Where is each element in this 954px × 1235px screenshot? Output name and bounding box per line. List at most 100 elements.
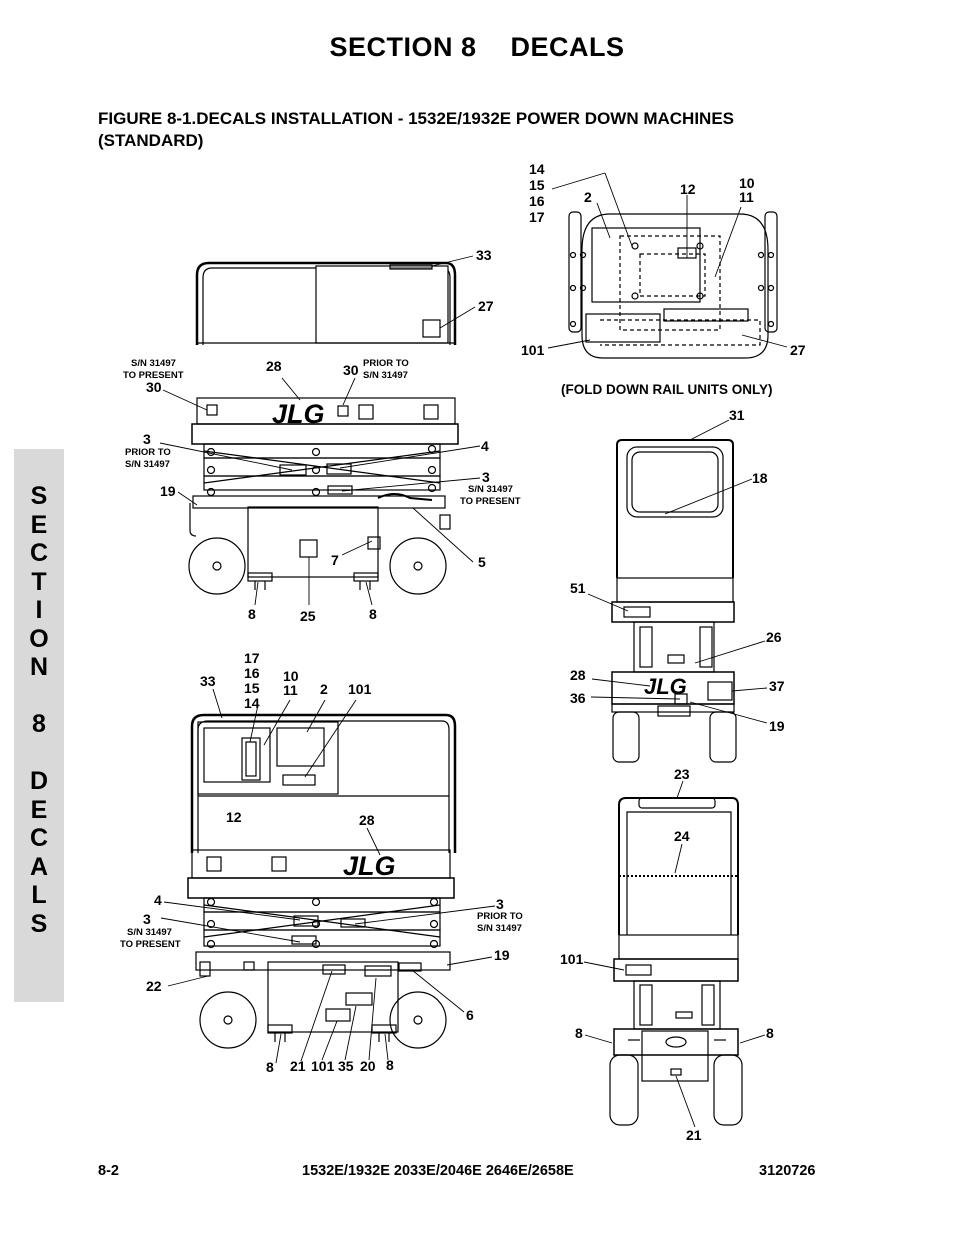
callout-3: 3 <box>143 431 151 447</box>
section-number: SECTION 8 <box>329 32 477 62</box>
callout-24: 24 <box>674 828 690 844</box>
callout-37: 37 <box>769 678 785 694</box>
side-tab-letter: C <box>29 824 49 852</box>
callout-21: 21 <box>290 1058 306 1074</box>
callout-30: 30 <box>343 362 359 378</box>
side-tab-letter: N <box>29 653 49 681</box>
figure-title-line-2: (STANDARD) <box>98 131 204 150</box>
callout-8: 8 <box>766 1025 774 1041</box>
note-prior-line2: S/N 31497 <box>363 370 408 381</box>
callout-2: 2 <box>584 189 592 205</box>
callout-8: 8 <box>386 1057 394 1073</box>
callout-27: 27 <box>790 342 806 358</box>
side-tab-letter: 8 <box>32 710 46 738</box>
callout-3: 3 <box>143 911 151 927</box>
callout-101: 101 <box>348 681 372 697</box>
note-sn-present-line1: S/N 31497 <box>131 358 176 369</box>
machine-rear-view <box>609 797 743 1126</box>
footer-models: 1532E/1932E 2033E/2046E 2646E/2658E <box>302 1163 574 1179</box>
side-tab-letter: L <box>31 881 47 909</box>
callout-20: 20 <box>360 1058 376 1074</box>
callout-19: 19 <box>494 947 510 963</box>
callout-8: 8 <box>369 606 377 622</box>
machine-front-view <box>611 439 737 763</box>
callout-11: 11 <box>283 682 298 698</box>
callout-30: 30 <box>146 379 162 395</box>
note-sn-present-line2: TO PRESENT <box>460 496 521 507</box>
side-tab-letter: O <box>29 624 49 653</box>
note-sn-present-line1: S/N 31497 <box>468 484 513 495</box>
callout-10: 10 <box>739 175 755 191</box>
callout-35: 35 <box>338 1058 354 1074</box>
callout-28: 28 <box>266 358 282 374</box>
side-tab-letter: I <box>35 596 43 624</box>
machine-side-view-bottom <box>187 713 457 1049</box>
serial-number-notes: S/N 31497 TO PRESENT PRIOR TO S/N 31497 … <box>120 358 523 950</box>
callout-101: 101 <box>560 951 584 967</box>
callout-4: 4 <box>481 438 489 454</box>
section-name: DECALS <box>510 32 625 62</box>
side-tab-letter: D <box>29 767 49 795</box>
callout-12: 12 <box>680 181 696 197</box>
jlg-logo: JLG <box>644 674 687 699</box>
callout-10: 10 <box>283 668 299 684</box>
side-tab-letter: E <box>30 510 48 539</box>
side-tab-letters: S E C T I O N 8 D E C A L S <box>14 482 64 938</box>
callout-25: 25 <box>300 608 316 624</box>
note-sn-present-line2: TO PRESENT <box>123 370 184 381</box>
callout-15: 15 <box>529 177 545 193</box>
callout-27: 27 <box>478 298 494 314</box>
callout-28: 28 <box>570 667 586 683</box>
callout-16: 16 <box>529 193 545 209</box>
note-sn-present-line1: S/N 31497 <box>127 927 172 938</box>
machine-side-view-top <box>188 261 459 595</box>
callout-5: 5 <box>478 554 486 570</box>
section-side-tab: S E C T I O N 8 D E C A L S <box>14 449 64 1002</box>
callout-3: 3 <box>482 469 490 485</box>
callout-19: 19 <box>769 718 785 734</box>
fold-down-caption: (FOLD DOWN RAIL UNITS ONLY) <box>561 382 773 397</box>
callout-33: 33 <box>476 247 492 263</box>
note-prior-line2: S/N 31497 <box>477 923 522 934</box>
callout-21: 21 <box>686 1127 702 1143</box>
callout-22: 22 <box>146 978 162 994</box>
note-prior-line1: PRIOR TO <box>363 358 409 369</box>
figure-title-line-1: FIGURE 8-1.DECALS INSTALLATION - 1532E/1… <box>98 109 735 128</box>
callout-28: 28 <box>359 812 375 828</box>
callout-8: 8 <box>248 606 256 622</box>
note-prior-line1: PRIOR TO <box>125 447 171 458</box>
callout-4: 4 <box>154 892 162 908</box>
figure-title: FIGURE 8-1.DECALS INSTALLATION - 1532E/1… <box>98 108 838 152</box>
callout-23: 23 <box>674 766 690 782</box>
callout-101: 101 <box>521 342 545 358</box>
callout-33: 33 <box>200 673 216 689</box>
callout-15: 15 <box>244 680 260 696</box>
callout-26: 26 <box>766 629 782 645</box>
callout-7: 7 <box>331 552 339 568</box>
callout-2: 2 <box>320 681 328 697</box>
callout-14: 14 <box>244 695 260 711</box>
callout-31: 31 <box>729 407 745 423</box>
side-tab-letter: S <box>30 909 48 938</box>
callout-8: 8 <box>575 1025 583 1041</box>
note-sn-present-line2: TO PRESENT <box>120 939 181 950</box>
side-tab-letter: C <box>29 539 49 567</box>
callout-17: 17 <box>529 209 545 225</box>
callout-16: 16 <box>244 665 260 681</box>
footer-page-number: 8-2 <box>98 1163 119 1179</box>
callout-17: 17 <box>244 650 260 666</box>
side-tab-letter: E <box>30 795 48 824</box>
callout-18: 18 <box>752 470 768 486</box>
callout-leader-lines <box>159 172 788 1128</box>
side-tab-letter: A <box>29 852 49 881</box>
callout-19: 19 <box>160 483 176 499</box>
side-tab-letter: S <box>30 482 48 510</box>
callout-12: 12 <box>226 809 242 825</box>
callout-11: 11 <box>739 189 754 205</box>
jlg-logo: JLG <box>272 399 325 429</box>
callout-14: 14 <box>529 161 545 177</box>
callout-51: 51 <box>570 580 586 596</box>
callout-numbers: 14 15 16 17 2 12 10 11 101 27 33 27 28 3… <box>143 161 806 1143</box>
callout-36: 36 <box>570 690 586 706</box>
